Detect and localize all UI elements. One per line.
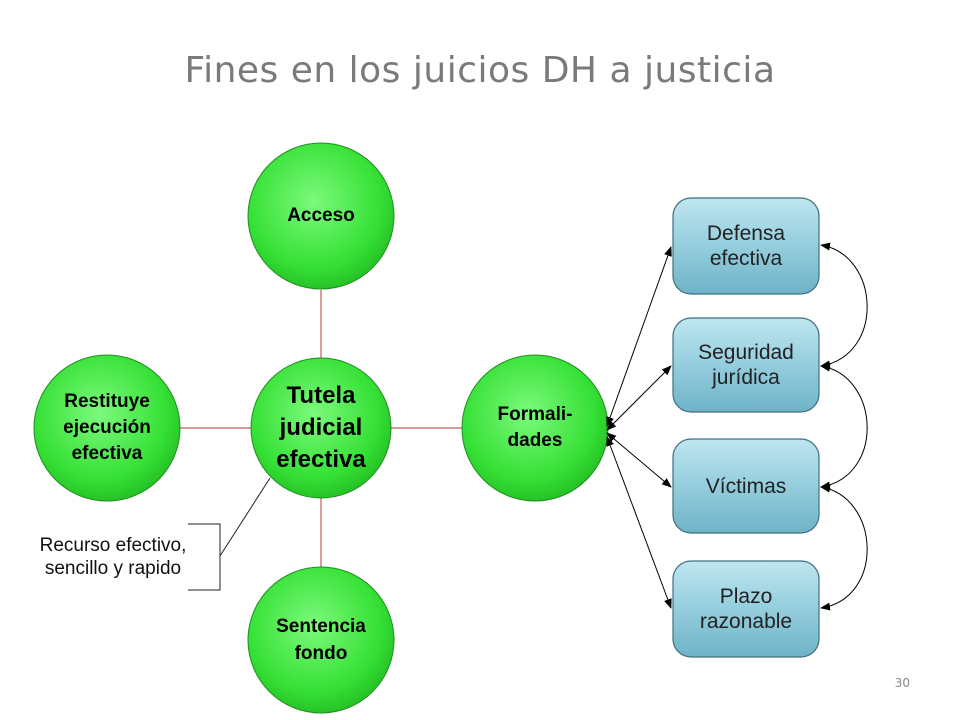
arrow-to-plazo — [606, 436, 672, 609]
formalidades-label: Formali- dades — [497, 404, 573, 451]
arrow-to-victimas — [606, 432, 672, 488]
callout-bracket — [188, 523, 221, 591]
arrow-to-seguridad — [606, 365, 672, 431]
sentencia-label: Sentencia fondo — [276, 616, 366, 664]
restituye-node — [33, 354, 181, 502]
page-number: 30 — [894, 676, 910, 690]
box-victimas-label: Víctimas — [705, 474, 787, 498]
box-plazo — [672, 560, 820, 658]
box-defensa-label: Defensa efectiva — [706, 222, 786, 270]
center-node — [250, 357, 392, 499]
restituye-label: Restituye ejecución efectiva — [63, 391, 151, 464]
center-label: Tutela judicial efectiva — [276, 382, 366, 473]
curve-seguridad-victimas — [820, 363, 868, 490]
arrow-to-defensa — [606, 246, 672, 427]
box-seguridad-label: Seguridad jurídica — [698, 341, 794, 389]
curve-victimas-plazo — [820, 484, 868, 611]
acceso-node — [247, 142, 395, 290]
acceso-label: Acceso — [287, 205, 355, 226]
sentencia-node — [247, 566, 395, 714]
callout-leader — [219, 477, 271, 557]
callout-label: Recurso efectivo, sencillo y rapido — [39, 535, 187, 579]
curve-defensa-seguridad — [820, 242, 868, 369]
box-seguridad — [672, 317, 820, 413]
slide-title: Fines en los juicios DH a justicia — [184, 50, 776, 91]
box-victimas — [672, 438, 820, 534]
box-plazo-label: Plazo razonable — [699, 585, 793, 633]
box-defensa — [672, 197, 820, 295]
